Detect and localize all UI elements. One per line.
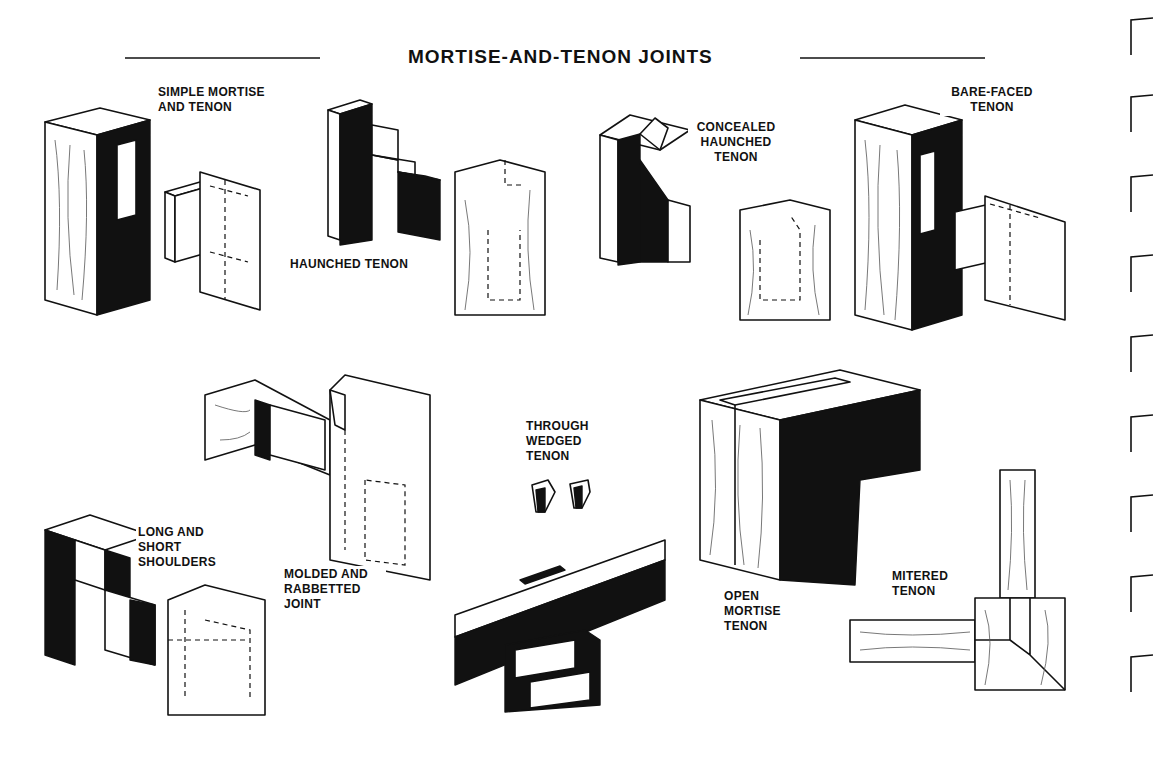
- open-mortise-figure: [700, 370, 920, 585]
- mitered-figure: [850, 470, 1065, 690]
- simple-mortise-figure: [45, 108, 260, 315]
- joint-label: CONCEALED HAUNCHED TENON: [688, 119, 784, 166]
- diagram-title: MORTISE-AND-TENON JOINTS: [402, 46, 719, 68]
- haunched-tenon-figure: [328, 100, 545, 315]
- through-wedged-figure: [455, 480, 665, 712]
- molded-rabbetted-figure: [205, 375, 430, 580]
- long-short-shoulders-figure: [45, 515, 265, 715]
- joint-label: MITERED TENON: [890, 568, 968, 600]
- bare-faced-figure: [855, 105, 1065, 330]
- joint-label: OPEN MORTISE TENON: [722, 588, 804, 635]
- joint-label: THROUGH WEDGED TENON: [524, 418, 608, 465]
- binder-tabs: [1131, 18, 1153, 692]
- title-rule: [125, 57, 320, 59]
- joint-label: HAUNCHED TENON: [288, 256, 452, 273]
- joint-label: MOLDED AND RABBETTED JOINT: [282, 566, 386, 613]
- joint-label: SIMPLE MORTISE AND TENON: [156, 84, 272, 116]
- joint-label: BARE-FACED TENON: [940, 84, 1044, 116]
- concealed-haunched-figure: [600, 115, 830, 320]
- title-rule: [800, 57, 985, 59]
- joint-label: LONG AND SHORT SHOULDERS: [136, 524, 228, 571]
